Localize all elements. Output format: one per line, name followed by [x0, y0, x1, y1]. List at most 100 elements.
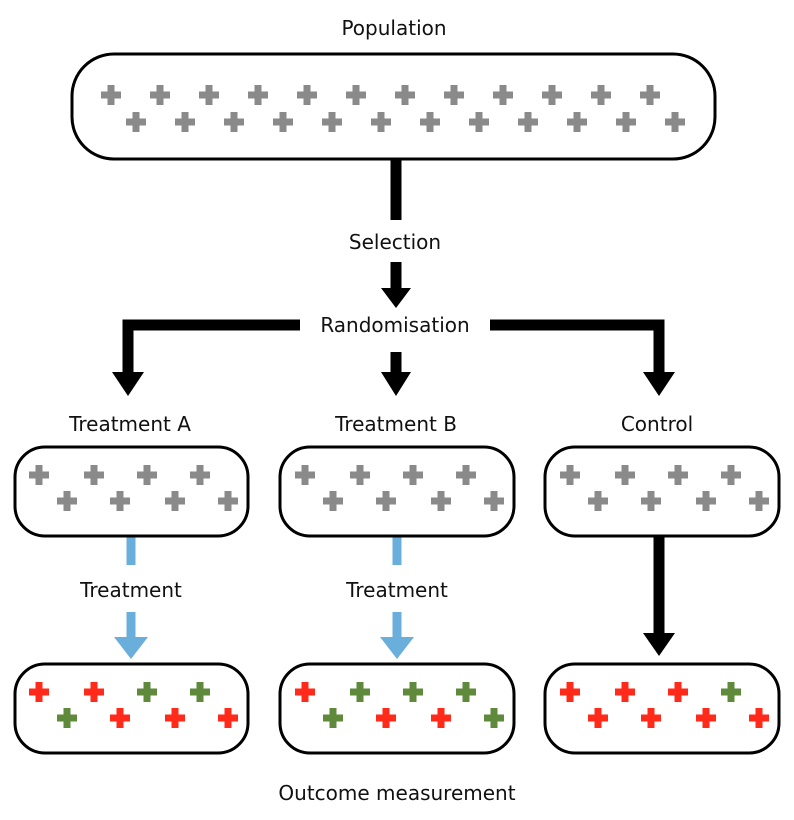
treatment-b-marker-neutral — [376, 491, 396, 511]
population-marker — [665, 112, 685, 132]
population-marker — [297, 85, 317, 105]
population-marker — [616, 112, 636, 132]
control-marker-neutral — [721, 465, 741, 485]
treatment-b-outcome-marker-negative — [295, 682, 315, 702]
control-box — [543, 445, 781, 538]
treatment-a-outcome-marker-negative — [29, 682, 49, 702]
control-arrowhead — [643, 372, 675, 396]
control-marker-neutral — [749, 491, 769, 511]
selection-label: Selection — [349, 230, 441, 254]
treatment-a-outcome-marker-positive — [57, 708, 77, 728]
population-marker — [101, 85, 121, 105]
population-marker — [126, 112, 146, 132]
population-marker — [444, 85, 464, 105]
control-outcome-marker-negative — [615, 682, 635, 702]
population-marker — [273, 112, 293, 132]
treatment-b-marker-neutral — [350, 465, 370, 485]
treatment-a-outcome-marker-negative — [110, 708, 130, 728]
treatment-a-label: Treatment A — [68, 412, 191, 436]
control-marker-neutral — [615, 465, 635, 485]
treatment-b-marker-neutral — [403, 465, 423, 485]
population-marker — [469, 112, 489, 132]
treatment-a-marker-neutral — [165, 491, 185, 511]
treatment-a-outcome-marker-negative — [218, 708, 238, 728]
population-marker — [224, 112, 244, 132]
treatment-a-step-label-bg — [66, 570, 196, 608]
control-label: Control — [621, 412, 693, 436]
treatment-b-marker-neutral — [484, 491, 504, 511]
control-outcome-marker-negative — [668, 682, 688, 702]
treatment-b-step-label: Treatment — [345, 578, 448, 602]
control-marker-neutral — [560, 465, 580, 485]
treatment-b-blue-arrowhead — [380, 637, 414, 659]
treatment-b-marker-neutral — [323, 491, 343, 511]
population-marker — [567, 112, 587, 132]
treatment-a-marker-neutral — [57, 491, 77, 511]
treatment-b-step-label-bg — [332, 570, 462, 608]
individual-markers — [29, 85, 769, 728]
selection-label-bg — [330, 224, 460, 260]
group-boxes — [13, 52, 781, 755]
population-label: Population — [341, 16, 446, 40]
population-marker — [420, 112, 440, 132]
control-marker-neutral — [588, 491, 608, 511]
population-marker — [175, 112, 195, 132]
randomisation-right-branch — [490, 319, 665, 375]
population-marker — [542, 85, 562, 105]
population-marker — [395, 85, 415, 105]
control-marker-neutral — [668, 465, 688, 485]
treatment-a-marker-neutral — [110, 491, 130, 511]
treatment-b-outcome-marker-positive — [484, 708, 504, 728]
control-outcome-marker-negative — [696, 708, 716, 728]
treatment-a-step-label: Treatment — [79, 578, 182, 602]
treatment-a-box — [13, 445, 250, 538]
treatment-a-outcome-marker-positive — [190, 682, 210, 702]
population-marker — [591, 85, 611, 105]
control-marker-neutral — [641, 491, 661, 511]
treatment-b-outcome-marker-positive — [350, 682, 370, 702]
treatment-a-marker-neutral — [84, 465, 104, 485]
treatment-b-outcome-marker-positive — [323, 708, 343, 728]
population-marker — [493, 85, 513, 105]
treatment-b-marker-neutral — [431, 491, 451, 511]
treatment-b-outcome-marker-positive — [456, 682, 476, 702]
population-marker — [518, 112, 538, 132]
treatment-a-marker-neutral — [29, 465, 49, 485]
treatment-a-outcome-box — [13, 662, 250, 755]
treatment-b-outcome-marker-negative — [431, 708, 451, 728]
control-outcome-marker-positive — [721, 682, 741, 702]
control-outcome-arrowhead — [643, 633, 675, 656]
treatment-a-marker-neutral — [137, 465, 157, 485]
control-marker-neutral — [696, 491, 716, 511]
population-marker — [150, 85, 170, 105]
treatment-b-label: Treatment B — [334, 412, 457, 436]
outcome-measurement-label: Outcome measurement — [278, 781, 515, 805]
treatment-b-arrowhead — [381, 372, 411, 396]
treatment-b-outcome-box — [278, 662, 516, 755]
population-marker — [248, 85, 268, 105]
randomisation-left-branch — [122, 319, 300, 375]
treatment-a-outcome-marker-negative — [165, 708, 185, 728]
population-marker — [199, 85, 219, 105]
control-outcome-marker-negative — [588, 708, 608, 728]
treatment-a-marker-neutral — [190, 465, 210, 485]
randomisation-label: Randomisation — [320, 313, 469, 337]
treatment-b-marker-neutral — [456, 465, 476, 485]
population-box — [70, 52, 717, 161]
treatment-a-arrowhead — [112, 372, 144, 396]
control-outcome-marker-negative — [641, 708, 661, 728]
selection-arrowhead — [381, 288, 411, 308]
randomisation-label-bg — [300, 308, 490, 344]
treatment-a-marker-neutral — [218, 491, 238, 511]
treatment-a-blue-arrowhead — [114, 637, 148, 659]
treatment-b-box — [278, 445, 516, 538]
control-outcome-marker-negative — [560, 682, 580, 702]
treatment-a-outcome-marker-positive — [137, 682, 157, 702]
population-marker — [371, 112, 391, 132]
connectors — [112, 160, 675, 659]
population-marker — [346, 85, 366, 105]
treatment-b-outcome-marker-positive — [403, 682, 423, 702]
control-outcome-box — [543, 662, 781, 755]
treatment-b-outcome-marker-negative — [376, 708, 396, 728]
